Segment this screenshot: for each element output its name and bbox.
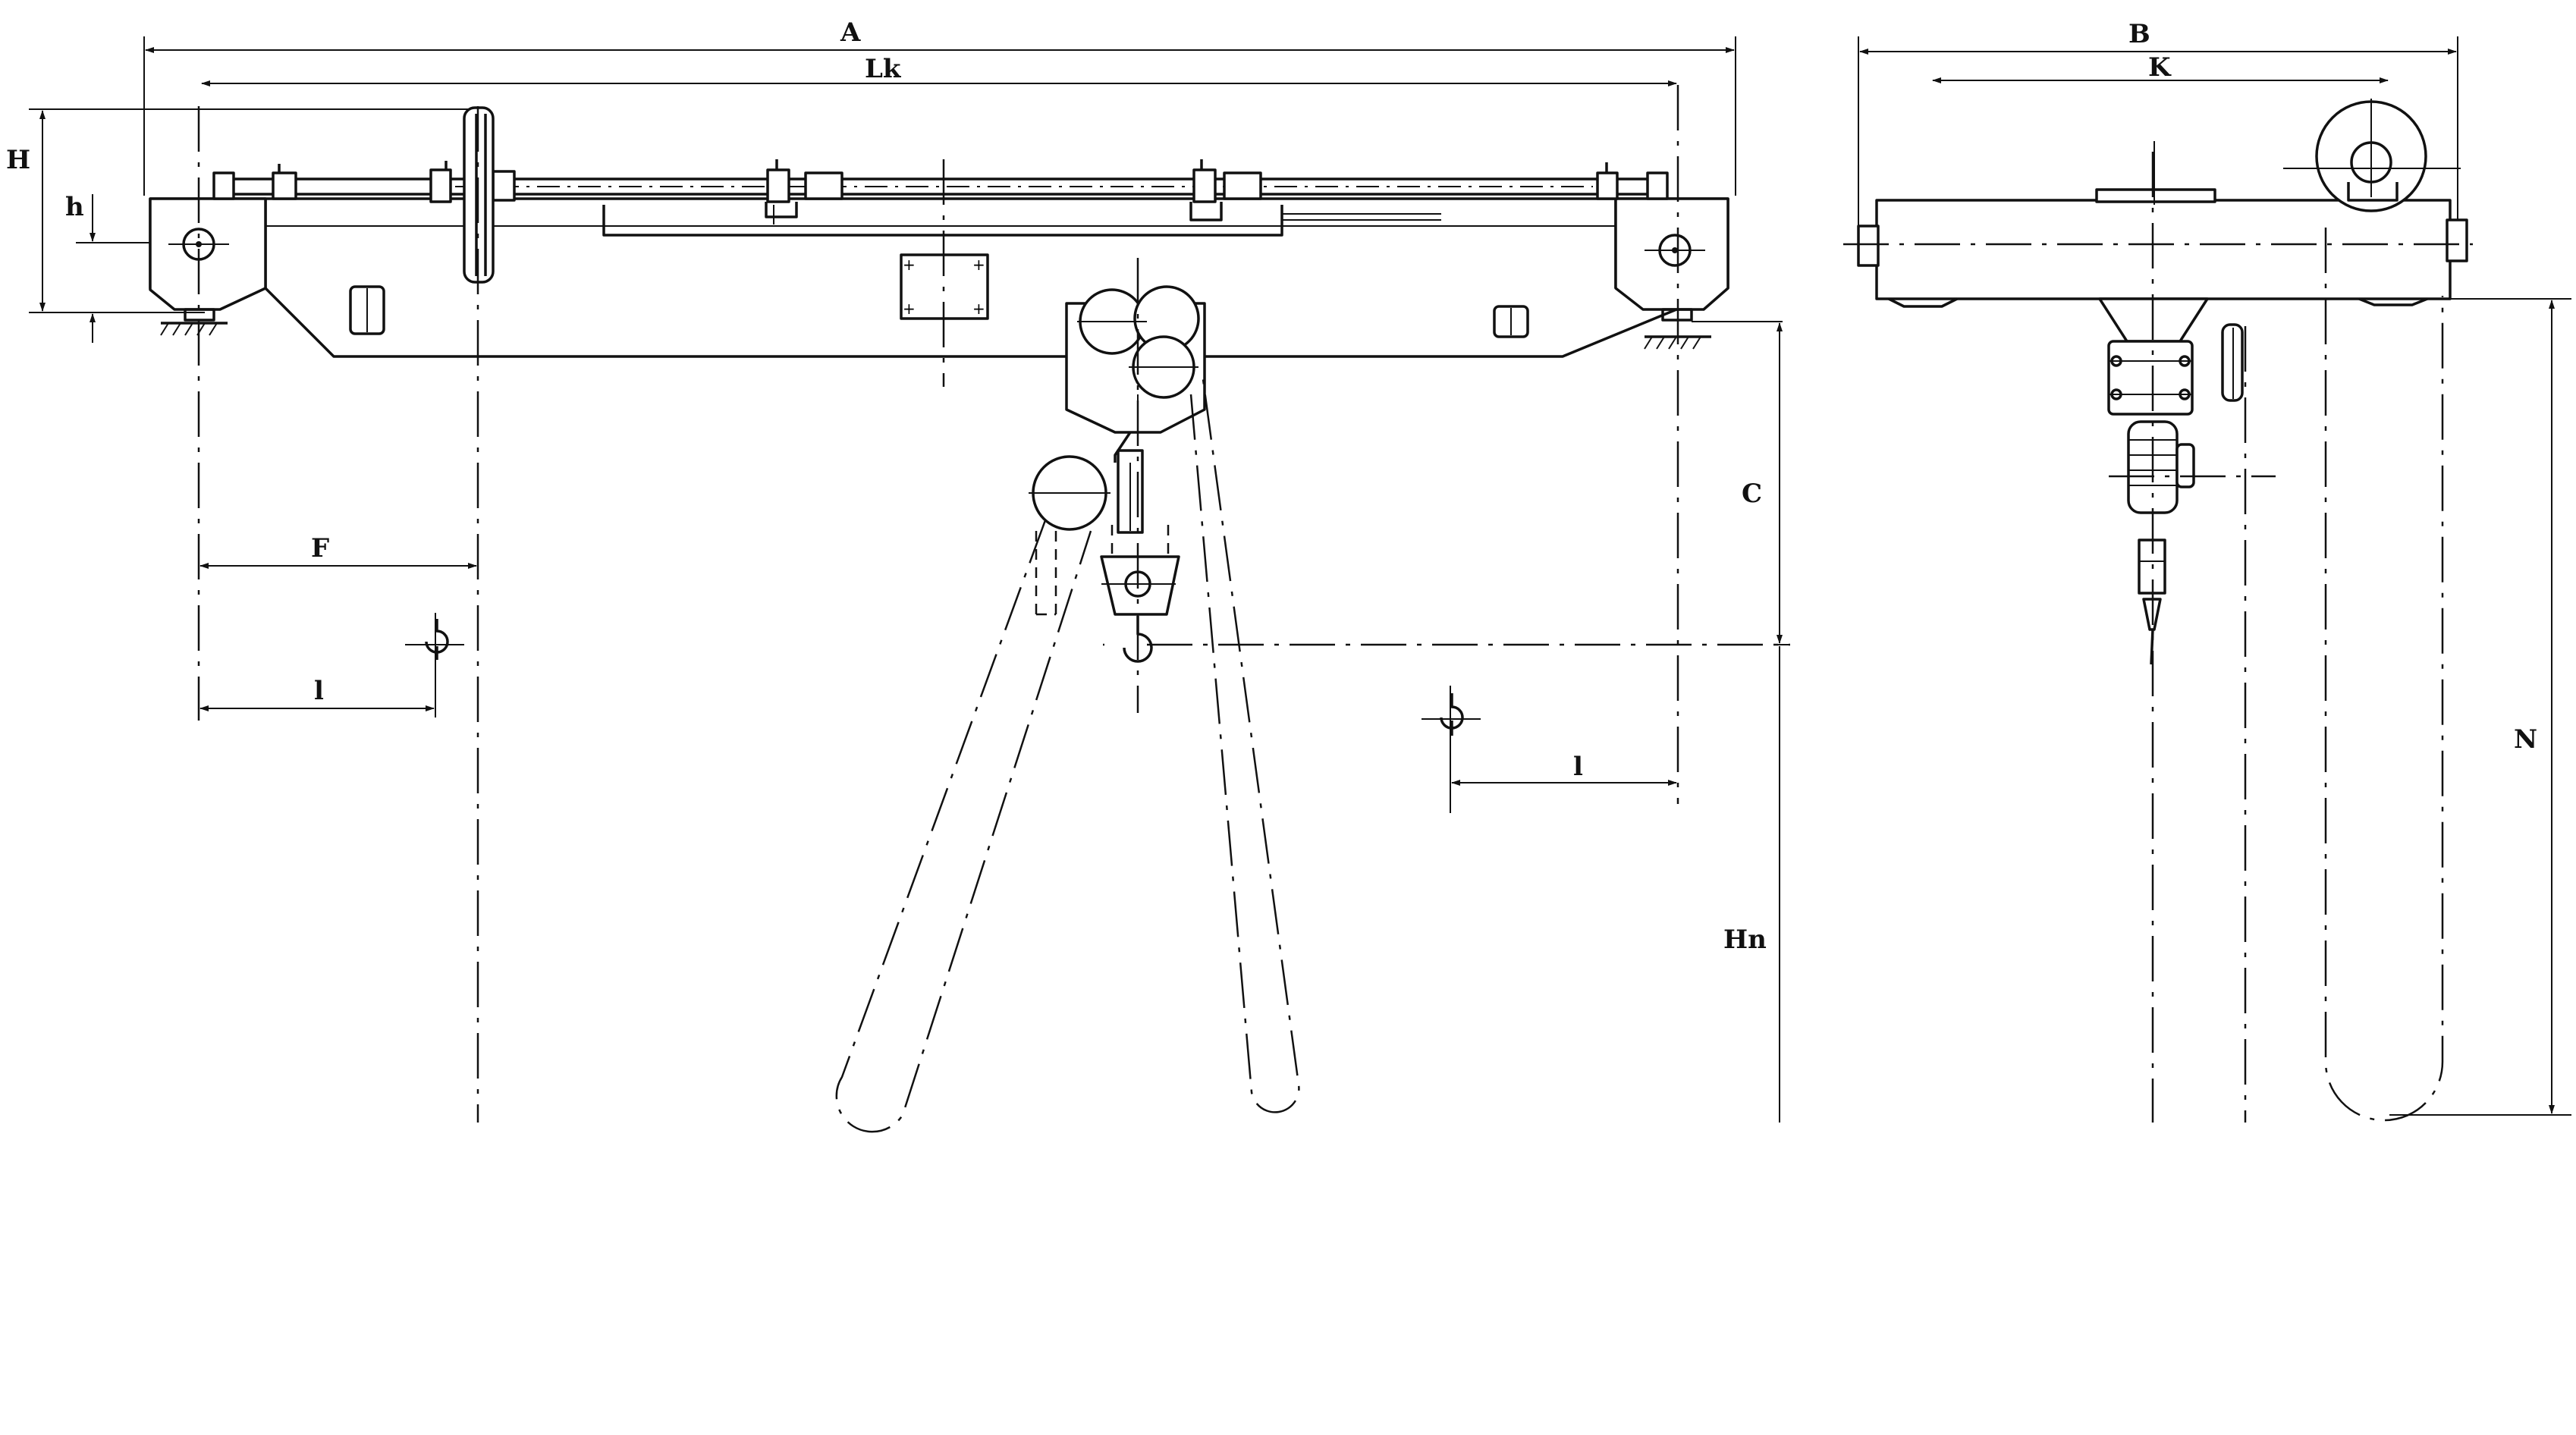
dimension-b: B: [1858, 19, 2458, 258]
side-phantom-leg: [2324, 228, 2444, 1122]
dimension-h-large: H: [6, 108, 478, 313]
dimension-hn: Hn: [1723, 646, 1780, 1123]
dimension-lk: Lk: [201, 54, 1677, 86]
label-a: A: [840, 17, 861, 48]
side-centerlines: [1843, 152, 2473, 1123]
label-h-large: H: [6, 145, 30, 175]
svg-text:+: +: [903, 256, 916, 274]
left-end-carriage: [149, 197, 267, 336]
dimension-n: N: [2374, 298, 2571, 1116]
trolley-hoist: [1029, 285, 1206, 534]
dimension-k: K: [1932, 52, 2389, 83]
side-view: B K: [1843, 19, 2571, 1123]
side-girder: [1857, 141, 2468, 308]
label-n: N: [2514, 724, 2537, 755]
label-lk: Lk: [865, 54, 902, 84]
front-centerlines: [197, 85, 1790, 1123]
label-hn: Hn: [1723, 925, 1767, 955]
dimension-f: F: [199, 533, 477, 569]
front-view: A Lk H h: [6, 17, 1790, 1133]
label-c: C: [1742, 479, 1762, 509]
drive-shaft: + + + +: [212, 159, 1669, 338]
side-hoist: [2098, 297, 2244, 665]
svg-text:+: +: [903, 300, 916, 318]
label-l-left: l: [314, 676, 324, 706]
right-hook-extreme: l: [1422, 686, 1677, 813]
dimension-a: A: [143, 17, 1736, 196]
label-h-small: h: [65, 192, 84, 222]
side-drum-wheel: [2283, 99, 2461, 212]
label-l-right: l: [1573, 752, 1583, 782]
dimension-h-small: h: [65, 192, 258, 343]
hook-block: [1035, 525, 1180, 663]
label-k: K: [2148, 52, 2172, 83]
phantom-swing-legs: [835, 378, 1300, 1133]
dimension-c: C: [1692, 321, 1790, 645]
svg-text:+: +: [972, 256, 985, 274]
label-b: B: [2128, 19, 2150, 49]
label-f: F: [311, 533, 329, 564]
left-hook-extreme: l: [199, 613, 464, 718]
svg-text:+: +: [972, 300, 985, 318]
